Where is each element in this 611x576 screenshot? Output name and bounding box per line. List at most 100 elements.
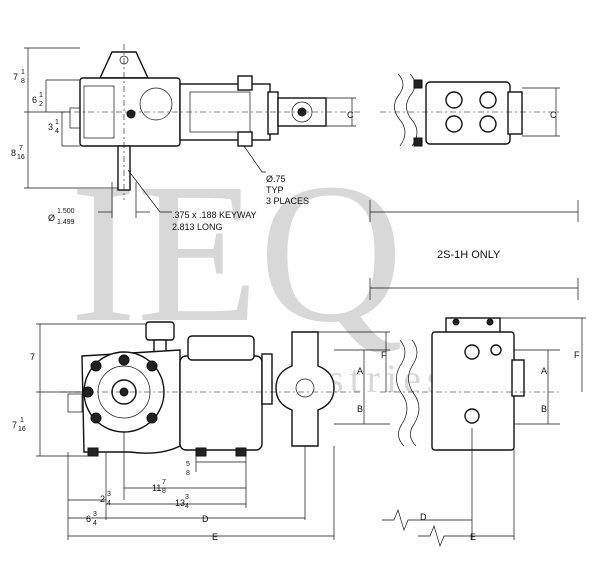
svg-text:4: 4 xyxy=(55,128,59,135)
holes-note-line3: 3 PLACES xyxy=(266,196,309,206)
foot-3 xyxy=(235,447,247,457)
dim-front-h3: 13 3 4 xyxy=(175,494,189,510)
bottom-break-left xyxy=(396,339,408,447)
bottom-bolt-2 xyxy=(464,408,480,424)
svg-text:Ø: Ø xyxy=(48,213,55,223)
front-manifold xyxy=(275,331,335,447)
svg-text:5: 5 xyxy=(186,461,190,468)
bolt-head-bl xyxy=(445,115,463,133)
svg-text:3: 3 xyxy=(107,491,111,498)
svg-text:4: 4 xyxy=(93,520,97,527)
front-view: 7 7 1 16 A B F 5 8 11 7 8 xyxy=(12,321,390,542)
svg-text:6: 6 xyxy=(32,95,37,105)
svg-text:1.499: 1.499 xyxy=(57,219,75,226)
dim-c-top: C xyxy=(347,110,354,120)
mount-boss-bottom xyxy=(237,131,253,147)
dim-lower: 8 7 16 xyxy=(11,145,25,161)
bolt-head-tl xyxy=(445,91,463,109)
svg-text:7: 7 xyxy=(19,145,23,152)
cover-bolt-4 xyxy=(146,412,158,424)
svg-text:7: 7 xyxy=(162,479,166,486)
keyway-note-line2: 2.813 LONG xyxy=(172,222,223,232)
side-fitting xyxy=(69,107,81,129)
drain-plug xyxy=(126,109,136,119)
side-view-top: C xyxy=(380,73,560,147)
dim-front-e: E xyxy=(212,532,218,542)
side-flange xyxy=(507,91,523,135)
dim-bottom-e: E xyxy=(470,532,476,542)
svg-text:6: 6 xyxy=(86,514,91,524)
svg-text:13: 13 xyxy=(175,498,185,508)
front-side-fitting xyxy=(67,393,83,413)
break-line-left xyxy=(394,73,406,147)
svg-text:1: 1 xyxy=(55,119,59,126)
bottom-bolt-1 xyxy=(464,344,480,360)
svg-text:8: 8 xyxy=(11,148,16,158)
svg-text:2: 2 xyxy=(39,101,43,108)
cap-bolt-1 xyxy=(452,318,460,326)
bottom-side-flange xyxy=(511,359,525,397)
cover-bolt-6 xyxy=(118,354,130,366)
bottom-bolt-3 xyxy=(490,344,502,356)
dim-bottom-b: B xyxy=(541,404,547,414)
front-housing-top xyxy=(187,335,255,361)
dim-front-a: A xyxy=(357,366,363,376)
cover-bolt-2 xyxy=(146,360,158,372)
svg-text:1: 1 xyxy=(21,69,25,76)
dim-height-total: 7 1 8 xyxy=(13,69,25,85)
cover-bolt-1 xyxy=(90,360,102,372)
dim-upper: 6 1 2 xyxy=(32,92,43,108)
dim-front-d: D xyxy=(202,514,209,524)
variant-note: 2S-1H ONLY xyxy=(437,249,501,261)
bolt-head-br xyxy=(479,115,497,133)
cap-bolt-2 xyxy=(486,318,494,326)
svg-text:3: 3 xyxy=(185,494,189,501)
cover-bolt-3 xyxy=(90,412,102,424)
svg-text:11: 11 xyxy=(152,483,161,493)
variant-brackets xyxy=(369,200,579,300)
gauge-top xyxy=(145,321,175,341)
side-bolt-1 xyxy=(413,137,423,147)
front-flange xyxy=(261,353,273,405)
svg-text:2: 2 xyxy=(100,494,105,504)
svg-text:4: 4 xyxy=(185,503,189,510)
dim-shaft-diameter: Ø 1.500 1.499 xyxy=(48,208,75,226)
dim-front-b: B xyxy=(357,404,363,414)
dim-bottom-a: A xyxy=(541,366,547,376)
dim-front-height: 7 xyxy=(30,352,35,362)
holes-note-line2: TYP xyxy=(266,185,284,195)
dim-bottom-d: D xyxy=(420,512,427,522)
keyway-note-line1: .375 x .188 KEYWAY xyxy=(172,210,257,220)
svg-text:16: 16 xyxy=(17,154,25,161)
dim-c-side: C xyxy=(550,110,557,120)
side-bolt-2 xyxy=(413,79,423,89)
crank-boss xyxy=(139,87,173,121)
holes-note-line1: Ø.75 xyxy=(266,174,286,184)
side-block xyxy=(425,81,511,145)
svg-text:4: 4 xyxy=(107,500,111,507)
svg-text:7: 7 xyxy=(13,72,18,82)
manifold-port xyxy=(295,378,315,398)
dim-front-h1: 11 7 8 xyxy=(152,479,166,495)
svg-text:7: 7 xyxy=(12,420,17,430)
dim-shaft-offset: 3 1 4 xyxy=(48,119,59,135)
bolt-head-tr xyxy=(479,91,497,109)
dim-front-h2: 2 3 4 xyxy=(100,491,111,507)
svg-text:3: 3 xyxy=(93,511,97,518)
side-view-bottom: A B F D E xyxy=(380,317,586,548)
svg-text:1: 1 xyxy=(39,92,43,99)
flange xyxy=(267,91,279,135)
svg-text:1: 1 xyxy=(20,417,24,424)
svg-text:1.500: 1.500 xyxy=(57,208,75,215)
dim-bottom-f: F xyxy=(574,350,580,360)
foot-2 xyxy=(195,447,207,457)
dim-front-v1: 5 8 xyxy=(186,461,190,477)
dim-front-h4: 6 3 4 xyxy=(86,511,97,527)
svg-text:3: 3 xyxy=(48,122,53,132)
top-view: 7 1 8 6 1 2 3 1 4 8 7 16 C Ø 1. xyxy=(11,44,360,232)
dim-front-lower: 7 1 16 xyxy=(12,417,26,433)
svg-text:8: 8 xyxy=(162,488,166,495)
foot-1 xyxy=(87,447,99,457)
gauge-stem xyxy=(153,339,167,353)
